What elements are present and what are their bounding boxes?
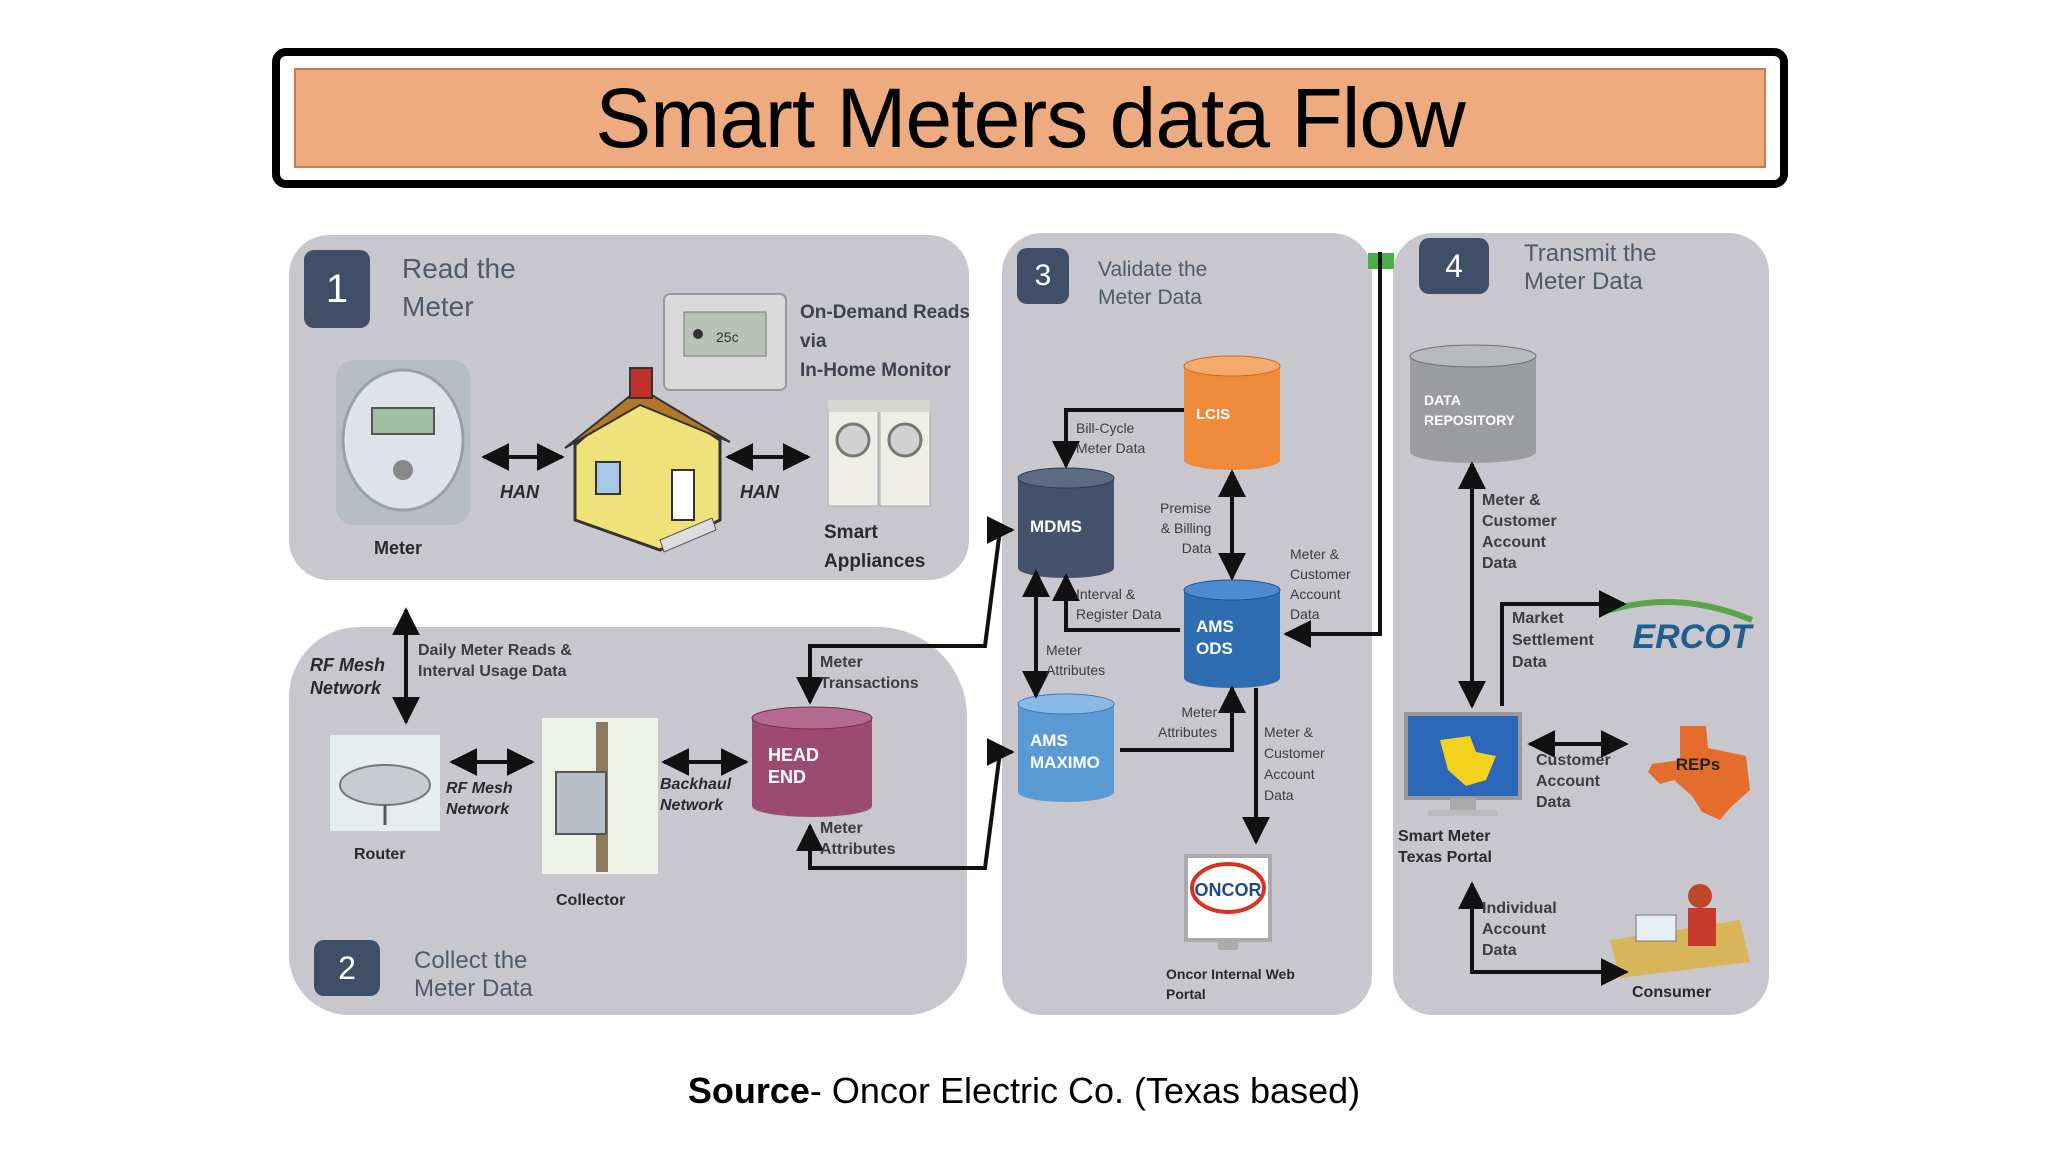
bill-cycle-label: Bill-Cycle Meter Data <box>1076 420 1146 456</box>
arrow-to-ods <box>1283 252 1382 648</box>
arrow-maximo-ods <box>1120 685 1246 752</box>
meter-attributes-b-label: Meter Attributes <box>1158 704 1218 740</box>
daily-reads-label: Daily Meter Reads & Interval Usage Data <box>418 642 572 680</box>
customer-account-label: Customer Account Data <box>1536 752 1611 811</box>
meter-customer-account-a-label: Meter & Customer Account Data <box>1290 546 1351 622</box>
head-end-label: HEAD END <box>768 745 820 787</box>
han-label-right: HAN <box>740 482 779 502</box>
rf-mesh-network-label: RF Mesh Network <box>310 655 386 698</box>
market-settlement-label: Market Settlement Data <box>1512 610 1594 671</box>
meter-customer-account-c-label: Meter & Customer Account Data <box>1482 492 1557 572</box>
meter-attributes-p2-label: Meter Attributes <box>820 820 896 858</box>
mdms-label: MDMS <box>1030 517 1082 536</box>
collector-icon <box>542 718 658 874</box>
oncor-logo-text: ONCOR <box>1195 880 1262 900</box>
smart-appliances-label: Smart Appliances <box>824 522 926 572</box>
step-title-4: Transmit the Meter Data <box>1524 240 1657 295</box>
meter-attributes-a-label: Meter Attributes <box>1046 642 1106 678</box>
step-number-3: 3 <box>1017 248 1069 304</box>
lcis-label: LCIS <box>1196 406 1231 423</box>
smt-portal-label: Smart Meter Texas Portal <box>1398 828 1492 866</box>
source-text: - Oncor Electric Co. (Texas based) <box>809 1070 1361 1111</box>
interval-register-label: Interval & Register Data <box>1076 586 1162 622</box>
collector-label: Collector <box>556 892 626 909</box>
on-demand-label: On-Demand Reads via In-Home Monitor <box>800 302 970 381</box>
data-repository-cylinder <box>1409 344 1537 463</box>
rf-mesh-network-label-2: RF Mesh Network <box>446 780 513 818</box>
data-repository-label: DATA REPOSITORY <box>1424 392 1516 428</box>
arrow-ods-mdms <box>1052 573 1180 632</box>
oncor-portal-label: Oncor Internal Web Portal <box>1166 966 1295 1002</box>
premise-billing-label: Premise & Billing Data <box>1160 500 1212 556</box>
arrow-to-mdms <box>968 516 1015 648</box>
meter-label: Meter <box>374 538 423 558</box>
arrow-portal-consumer <box>1458 881 1629 986</box>
texas-reps-icon <box>1648 726 1750 820</box>
han-label-left: HAN <box>500 482 539 502</box>
lcis-cylinder <box>1183 355 1281 470</box>
title-banner: Smart Meters data Flow <box>272 48 1788 188</box>
meter-transactions-label: Meter Transactions <box>820 654 919 692</box>
ams-maximo-label: AMS MAXIMO <box>1030 731 1100 772</box>
arrow-to-maximo <box>968 738 1015 870</box>
consumer-label: Consumer <box>1632 984 1712 1001</box>
arrow-transactions <box>796 644 968 705</box>
consumer-icon <box>1610 884 1750 978</box>
arrow-attributes <box>796 823 968 870</box>
arrow-lcis-mdms <box>1052 408 1184 469</box>
router-icon <box>330 735 440 831</box>
backhaul-label: Backhaul Network <box>660 776 732 814</box>
appliances-icon <box>827 400 931 507</box>
step-title-3: Validate the Meter Data <box>1098 258 1208 309</box>
reps-label: REPs <box>1676 755 1720 774</box>
ercot-logo-text: ERCOT <box>1633 618 1755 656</box>
head-end-cylinder <box>751 706 873 817</box>
step-number-1: 1 <box>304 250 370 328</box>
router-label: Router <box>354 846 406 863</box>
thermostat-reading: 25c <box>716 329 739 345</box>
ams-ods-label: AMS ODS <box>1196 617 1234 658</box>
page-title: Smart Meters data Flow <box>595 70 1466 165</box>
thermostat-icon <box>663 293 787 391</box>
title-fill: Smart Meters data Flow <box>294 68 1766 168</box>
meter-customer-account-b-label: Meter & Customer Account Data <box>1264 724 1325 803</box>
house-icon <box>564 367 731 553</box>
source-caption: Source- Oncor Electric Co. (Texas based) <box>0 1070 2048 1112</box>
step-number-4: 4 <box>1419 238 1489 294</box>
ams-maximo-cylinder <box>1017 693 1115 802</box>
arrow-ercot <box>1500 590 1627 706</box>
step-title-1: Read the Meter <box>402 253 516 322</box>
oncor-portal-icon <box>1184 854 1272 950</box>
source-label: Source <box>687 1070 810 1111</box>
step-title-2: Collect the Meter Data <box>414 947 533 1002</box>
smt-portal-icon <box>1404 712 1522 816</box>
ams-ods-cylinder <box>1183 579 1281 688</box>
meter-icon <box>336 360 470 525</box>
individual-account-label: Individual Account Data <box>1482 900 1557 959</box>
step-number-2: 2 <box>314 940 380 996</box>
